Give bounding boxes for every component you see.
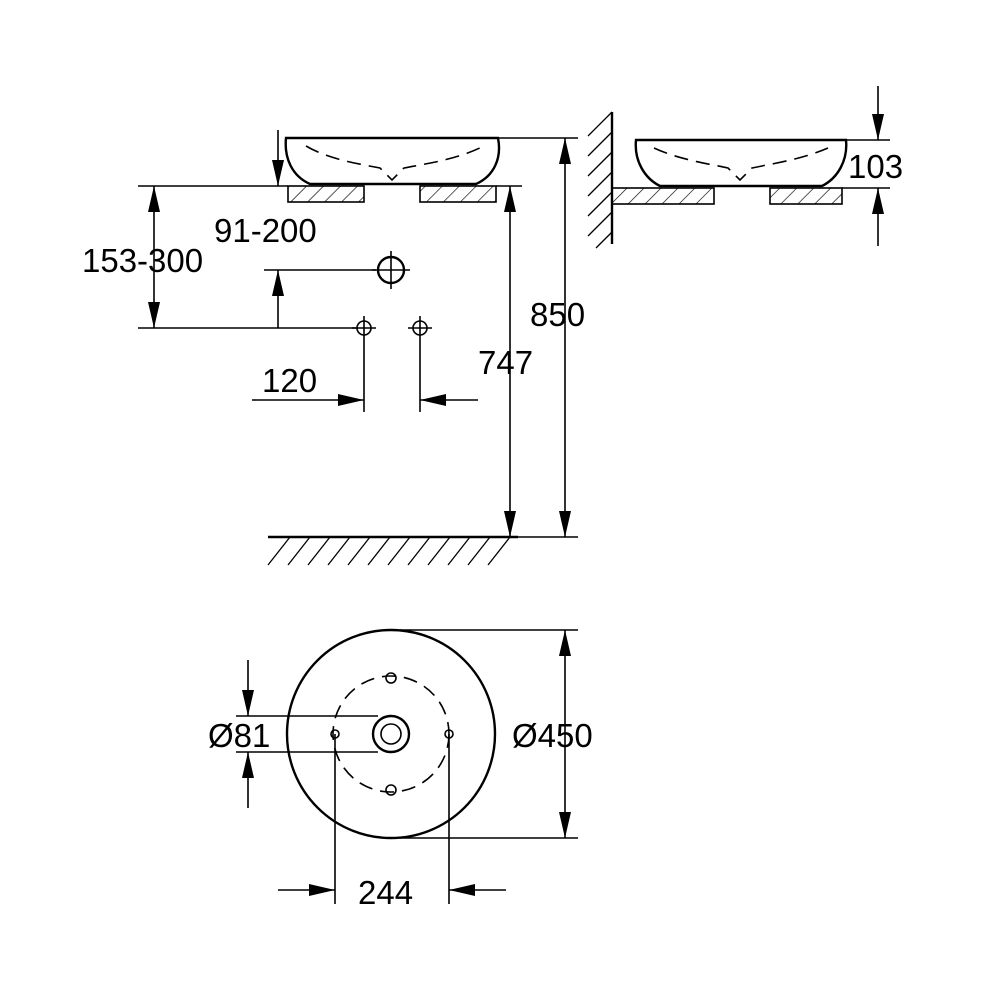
label-waste-offset: 153-300 bbox=[82, 242, 203, 279]
basin-side-outline bbox=[634, 138, 848, 188]
dim-fixing-spacing-side bbox=[252, 394, 478, 406]
foot-marker-bottom bbox=[385, 784, 397, 796]
countertop-slab-right bbox=[419, 185, 497, 203]
dim-total-height bbox=[498, 137, 578, 538]
dim-waste-offset bbox=[138, 185, 356, 329]
basin-plan-outline bbox=[285, 628, 497, 840]
basin-plan-inner-hidden bbox=[332, 675, 450, 793]
dim-tap-offset bbox=[264, 130, 376, 328]
dim-rim-to-waste bbox=[496, 185, 522, 537]
countertop-slab-left bbox=[287, 185, 365, 203]
floor-hatch bbox=[267, 536, 511, 566]
dim-basin-diameter bbox=[400, 629, 578, 839]
label-waste-diameter: Ø81 bbox=[208, 717, 270, 754]
basin-side-inner-hidden bbox=[653, 147, 829, 182]
label-basin-diameter: Ø450 bbox=[512, 717, 593, 754]
countertop-slab-side-right bbox=[769, 187, 843, 205]
dim-fixing-spacing-plan bbox=[278, 734, 506, 904]
front-elevation: 153-300 91-200 120 747 bbox=[82, 130, 585, 566]
waste-outlet-outer bbox=[371, 714, 411, 754]
label-rim-to-waste: 747 bbox=[478, 344, 533, 381]
label-total-height: 850 bbox=[530, 296, 585, 333]
side-elevation: 103 bbox=[587, 86, 903, 249]
foot-marker-top bbox=[385, 672, 397, 684]
label-basin-height: 103 bbox=[848, 148, 903, 185]
dim-waste-diameter bbox=[236, 660, 378, 808]
plan-view: Ø81 Ø450 244 bbox=[208, 628, 593, 911]
countertop-slab-side-left bbox=[611, 187, 715, 205]
waste-outlet-inner bbox=[380, 723, 402, 745]
wall-hatch bbox=[587, 111, 613, 249]
basin-front-outline bbox=[284, 136, 501, 186]
label-tap-offset: 91-200 bbox=[214, 212, 317, 249]
dim-basin-height bbox=[842, 86, 890, 246]
basin-front-inner-hidden bbox=[305, 145, 485, 182]
label-fixing-spacing-side: 120 bbox=[262, 362, 317, 399]
label-fixing-spacing-plan: 244 bbox=[358, 874, 413, 911]
